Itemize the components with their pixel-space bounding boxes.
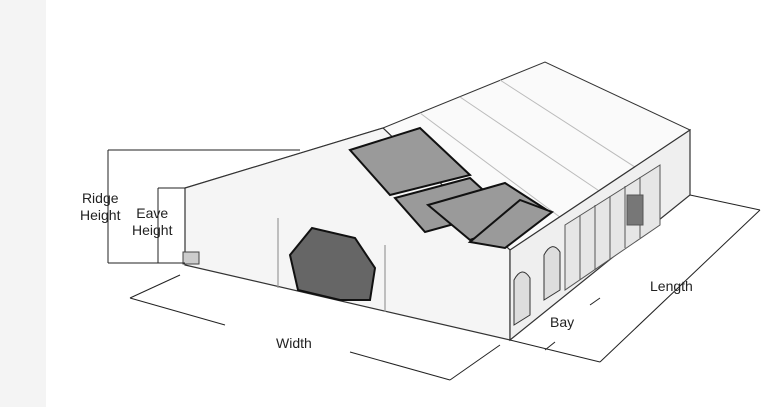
eave-height-line1: Eave <box>136 205 169 221</box>
dimension-lines <box>107 149 761 381</box>
bay-label: Bay <box>550 314 575 330</box>
eave-height-line2: Height <box>132 222 173 238</box>
side-glass-windows <box>564 164 661 291</box>
length-label: Length <box>650 278 693 294</box>
ridge-height-line2: Height <box>80 207 121 223</box>
eave-height-label: Eave Height <box>132 205 172 239</box>
ridge-height-label: Ridge Height <box>80 190 120 224</box>
width-label: Width <box>276 335 312 351</box>
skylight-panels <box>348 126 555 250</box>
ac-unit <box>182 251 200 265</box>
front-door-opening <box>288 226 377 301</box>
ridge-height-line1: Ridge <box>81 190 119 206</box>
arched-windows <box>513 246 561 326</box>
left-margin-strip <box>0 0 46 407</box>
